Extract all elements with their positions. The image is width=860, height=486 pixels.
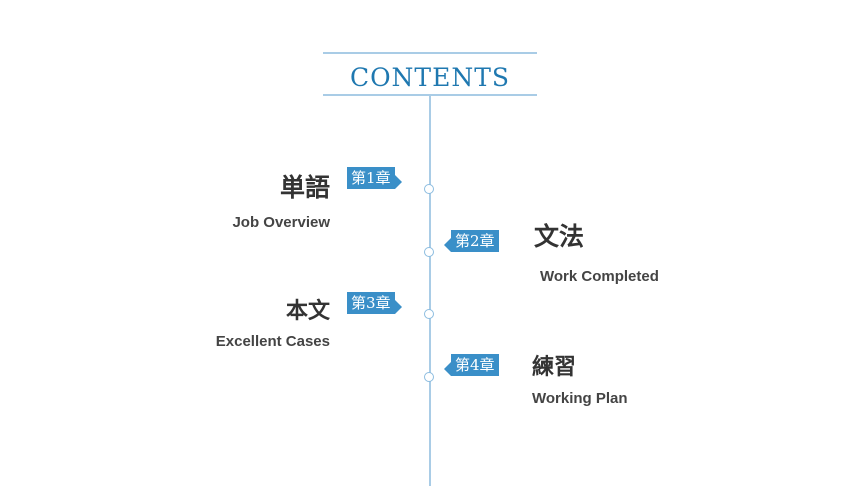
chapter-3-subtitle: Excellent Cases xyxy=(215,333,330,350)
chapter-2-tag: 第2章 xyxy=(444,230,499,252)
timeline-node-3 xyxy=(424,309,434,319)
chapter-1-subtitle: Job Overview xyxy=(232,214,330,231)
page-title: CONTENTS xyxy=(349,63,511,92)
header-top-rule xyxy=(323,52,537,54)
chapter-4-subtitle: Working Plan xyxy=(532,390,628,407)
chapter-4-title[interactable]: 練習 xyxy=(532,355,577,380)
timeline-node-1 xyxy=(424,184,434,194)
timeline-node-2 xyxy=(424,247,434,257)
chapter-3-tag: 第3章 xyxy=(347,292,402,314)
header-bottom-rule xyxy=(323,94,537,96)
chapter-2-title[interactable]: 文法 xyxy=(534,222,585,251)
timeline-spine xyxy=(429,96,431,486)
chapter-4-tag: 第4章 xyxy=(444,354,499,376)
chapter-2-subtitle: Work Completed xyxy=(540,268,659,285)
chapter-1-tag: 第1章 xyxy=(347,167,402,189)
chapter-3-title[interactable]: 本文 xyxy=(285,299,330,324)
timeline-node-4 xyxy=(424,372,434,382)
chapter-1-title[interactable]: 単語 xyxy=(279,173,330,202)
